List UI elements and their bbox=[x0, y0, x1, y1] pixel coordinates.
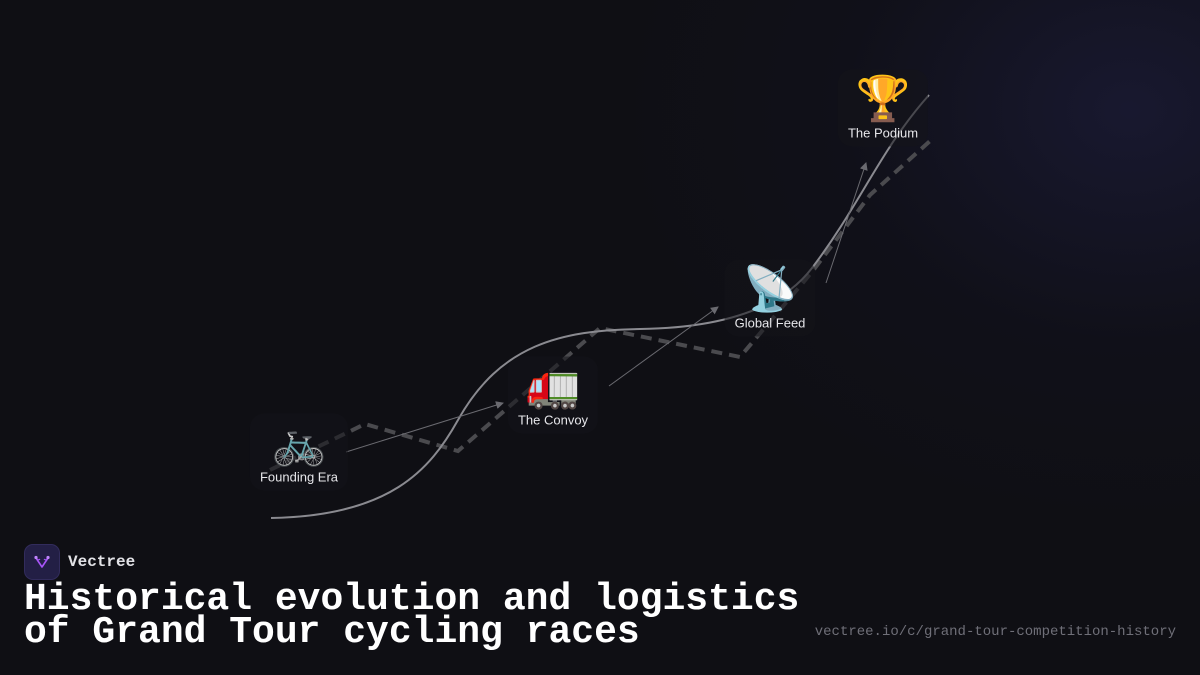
node-label: The Podium bbox=[847, 125, 919, 141]
arrow-feed-to-podium bbox=[825, 162, 868, 284]
node-global-feed[interactable]: 📡 Global Feed bbox=[724, 259, 816, 337]
source-url[interactable]: vectree.io/c/grand-tour-competition-hist… bbox=[814, 624, 1176, 640]
page-title: Historical evolution and logistics of Gr… bbox=[24, 581, 799, 652]
bicycle-icon: 🚲 bbox=[271, 417, 327, 469]
brand: Vectree bbox=[24, 544, 135, 580]
node-label: The Convoy bbox=[517, 412, 589, 428]
trophy-icon: 🏆 bbox=[855, 73, 911, 125]
arrow-founding-to-convoy bbox=[345, 401, 504, 453]
satellite-dish-icon: 📡 bbox=[742, 263, 798, 315]
title-line-1: Historical evolution and logistics bbox=[24, 578, 800, 621]
node-label: Founding Era bbox=[259, 469, 339, 485]
timeline-curve bbox=[270, 94, 930, 519]
dashed-progress-path bbox=[269, 139, 932, 472]
title-line-2: of Grand Tour cycling races bbox=[24, 611, 640, 654]
node-the-convoy[interactable]: 🚛 The Convoy bbox=[507, 356, 599, 434]
node-the-podium[interactable]: 🏆 The Podium bbox=[837, 69, 929, 147]
vectree-fork-icon bbox=[24, 544, 60, 580]
brand-name: Vectree bbox=[68, 553, 136, 571]
arrow-convoy-to-feed bbox=[608, 306, 719, 387]
node-founding-era[interactable]: 🚲 Founding Era bbox=[249, 413, 349, 491]
delivery-truck-icon: 🚛 bbox=[525, 360, 581, 412]
node-label: Global Feed bbox=[734, 315, 806, 331]
